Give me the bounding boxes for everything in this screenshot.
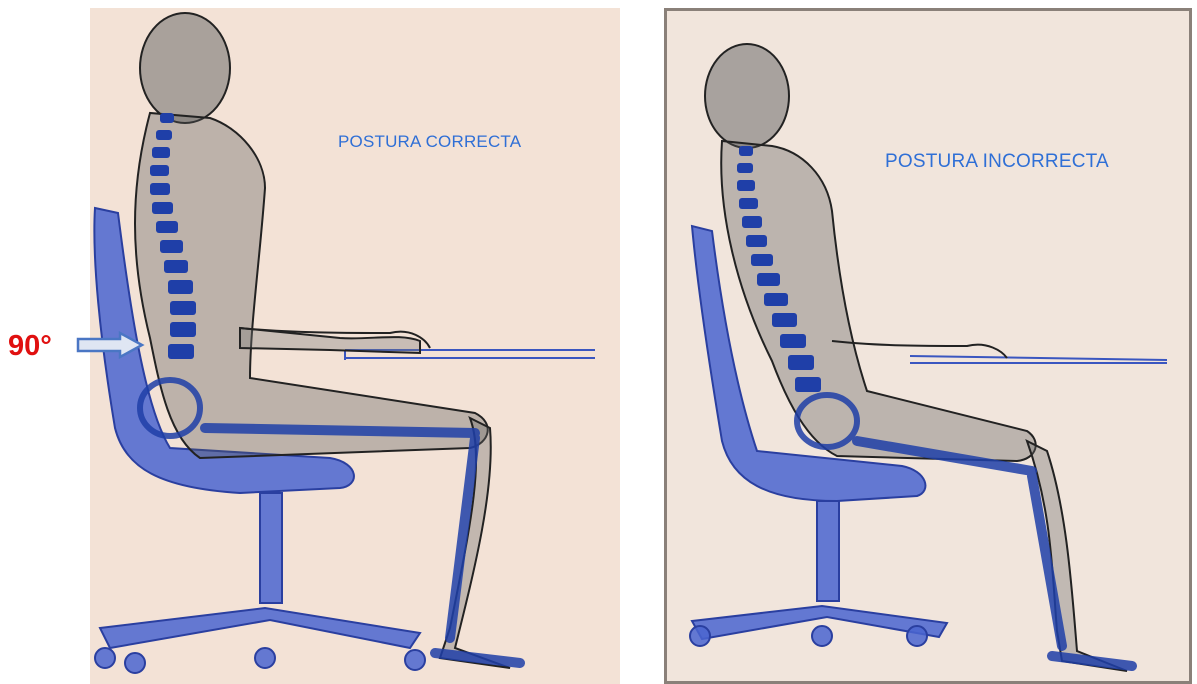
correct-posture-illustration — [90, 8, 620, 684]
right-arrow-icon — [76, 331, 146, 359]
incorrect-posture-illustration — [667, 11, 1192, 684]
incorrect-posture-caption: POSTURA INCORRECTA — [885, 151, 1109, 173]
angle-label: 90° — [8, 330, 52, 363]
incorrect-posture-panel: POSTURA INCORRECTA — [664, 8, 1192, 684]
correct-posture-panel: POSTURA CORRECTA — [90, 8, 620, 684]
correct-posture-caption: POSTURA CORRECTA — [338, 132, 521, 152]
desk — [910, 356, 1167, 363]
